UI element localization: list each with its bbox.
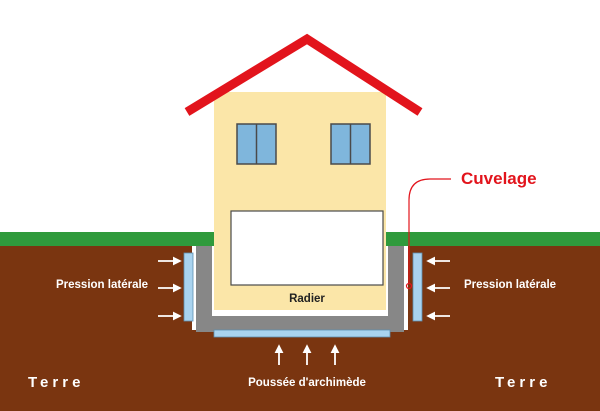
radier-label: Radier: [289, 293, 325, 305]
cuvelage-callout-line: [408, 178, 451, 283]
membrane-right: [412, 252, 423, 322]
window-right: [330, 123, 371, 165]
cuvelage-label: Cuvelage: [461, 169, 537, 188]
pressure-arrows-left: [158, 256, 182, 321]
lateral-pressure-label-right: Pression latérale: [464, 279, 556, 291]
cuvelage-callout-dot: [405, 282, 413, 290]
roof: [184, 33, 423, 116]
membrane-left: [183, 252, 194, 322]
archimedes-thrust-label: Poussée d'archimède: [248, 377, 366, 389]
soil-label-left: Terre: [28, 374, 84, 391]
pressure-arrows-right: [426, 256, 450, 321]
garage-door: [230, 210, 384, 286]
window-left: [236, 123, 277, 165]
lateral-pressure-label-left: Pression latérale: [56, 279, 148, 291]
foundation-slab: [196, 246, 404, 332]
soil-label-right: Terre: [495, 374, 551, 391]
buoyancy-arrows: [274, 344, 340, 365]
membrane-bottom: [213, 329, 391, 338]
